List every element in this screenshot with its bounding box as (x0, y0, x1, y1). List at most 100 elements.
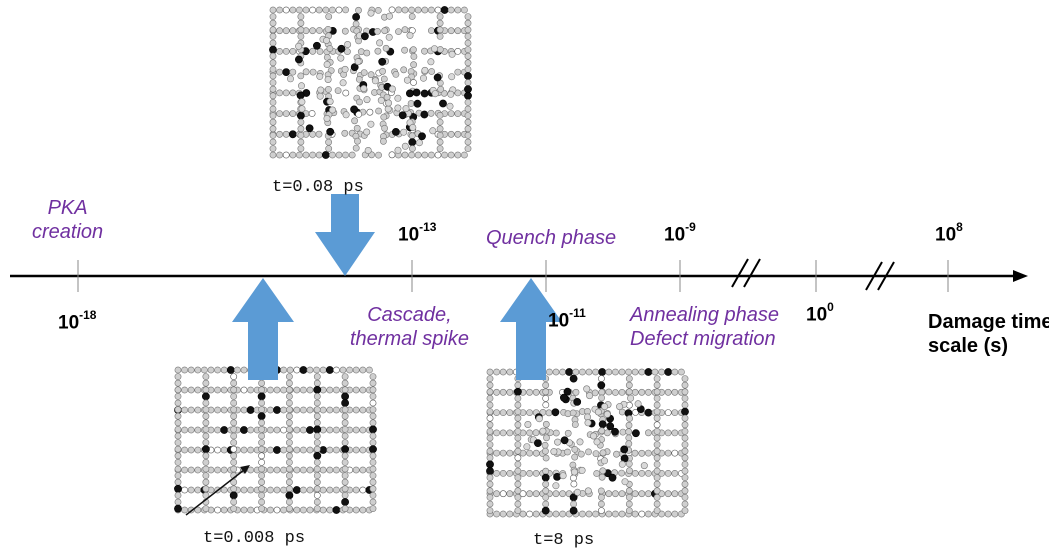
lattice-atom (631, 368, 639, 376)
lattice-atom (519, 510, 527, 518)
lattice-atom (625, 507, 633, 514)
lattice-atom (681, 474, 689, 481)
lattice-atom (289, 110, 297, 117)
lattice-atom (285, 491, 294, 500)
lattice-atom (550, 448, 558, 456)
lattice-atom (486, 474, 494, 481)
lattice-atom (571, 445, 579, 453)
lattice-atom (486, 454, 494, 462)
lattice-atom (269, 72, 277, 80)
lattice-atom (408, 145, 416, 152)
lattice-snapshot-bottom-right (486, 368, 689, 518)
lattice-atom (638, 368, 646, 376)
lattice-atom (364, 147, 372, 155)
snapshot-label-bottom-left: t=0.008 ps (203, 529, 306, 548)
lattice-atom (369, 425, 377, 434)
lattice-atom (427, 27, 435, 34)
lattice-atom (352, 466, 360, 474)
lattice-atom (436, 33, 444, 40)
lattice-atom (299, 506, 307, 514)
lattice-atom (524, 420, 532, 428)
lattice-atom (315, 6, 323, 14)
lattice-atom (441, 151, 448, 159)
lattice-atom (678, 368, 685, 376)
lattice-atom (342, 6, 349, 14)
lattice-atom (202, 432, 210, 440)
lattice-atom (381, 124, 388, 132)
lattice-atom (613, 450, 620, 458)
lattice-atom (352, 446, 360, 454)
lattice-atom (276, 130, 283, 138)
lattice-atom (360, 69, 368, 76)
lattice-atom (493, 490, 500, 498)
lattice-atom (572, 388, 580, 396)
lattice-atom (332, 466, 340, 474)
lattice-atom (319, 446, 328, 454)
lattice-atom (394, 94, 402, 102)
lattice-atom (297, 13, 305, 20)
lattice-atom (202, 465, 210, 473)
lattice-atom (618, 368, 626, 376)
lattice-atom (464, 125, 472, 133)
lattice-atom (280, 446, 287, 454)
lattice-atom (427, 58, 435, 66)
lattice-atom (220, 486, 228, 494)
lattice-atom (363, 96, 371, 104)
lattice-atom (514, 394, 522, 402)
lattice-atom (532, 429, 540, 437)
lattice-atom (230, 505, 238, 512)
lattice-atom (486, 408, 494, 415)
lattice-atom (325, 138, 332, 146)
lattice-atom (591, 389, 599, 397)
lattice-atom (486, 480, 494, 488)
lattice-atom (273, 386, 281, 394)
lattice-atom (542, 454, 550, 462)
lattice-atom (201, 392, 210, 401)
pka-line-1: PKA (47, 197, 88, 219)
lattice-atom (681, 421, 689, 429)
lattice-atom (214, 366, 221, 374)
lattice-atom (258, 491, 265, 499)
lattice-atom (526, 388, 533, 396)
lattice-atom (220, 426, 229, 434)
lattice-atom (247, 386, 254, 394)
lattice-atom (174, 478, 182, 486)
lattice-atom (493, 368, 500, 376)
lattice-atom (348, 151, 356, 159)
lattice-atom (625, 388, 633, 396)
lattice-atom (560, 393, 568, 402)
lattice-atom (664, 510, 672, 518)
lattice-atom (207, 366, 215, 374)
lattice-atom (552, 429, 560, 437)
lattice-atom (592, 368, 599, 376)
lattice-atom (332, 366, 340, 374)
lattice-atom (369, 472, 377, 479)
lattice-atom (230, 373, 238, 380)
lattice-atom (514, 474, 522, 481)
lattice-atom (626, 415, 633, 422)
lattice-atom (369, 465, 377, 473)
lattice-atom (625, 440, 633, 448)
lattice-atom (341, 412, 349, 420)
lattice-atom (289, 6, 297, 14)
lattice-atom (625, 368, 632, 376)
lattice-atom (202, 472, 210, 479)
axis-break-1 (731, 258, 761, 288)
lattice-atom (369, 399, 377, 407)
lattice-atom (293, 386, 301, 394)
lattice-atom (332, 446, 340, 454)
lattice-atom (493, 409, 500, 416)
lattice-atom (464, 33, 472, 40)
lattice-atom (653, 427, 661, 435)
lattice-atom (454, 151, 462, 159)
lattice-atom (305, 124, 314, 133)
lattice-atom (401, 151, 409, 159)
lattice-atom (681, 507, 689, 514)
lattice-atom (202, 412, 210, 420)
lattice-atom (486, 388, 494, 396)
lattice-atom (315, 130, 323, 138)
lattice-atom (202, 491, 210, 499)
lattice-atom (410, 61, 417, 69)
lattice-atom (285, 419, 293, 427)
lattice-atom (313, 373, 321, 380)
